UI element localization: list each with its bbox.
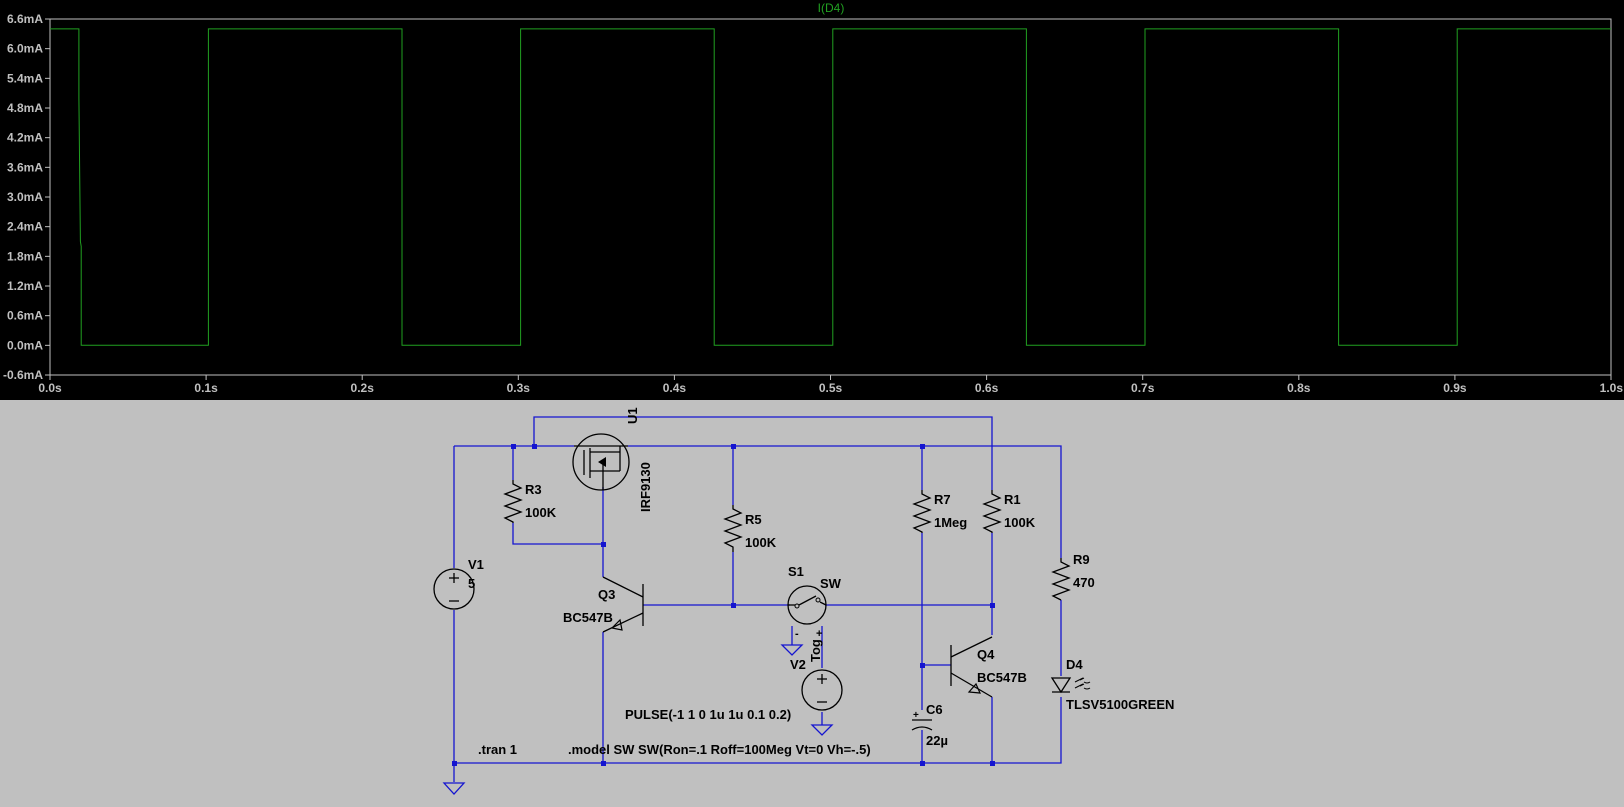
ground-switch: [780, 644, 804, 656]
wires: [453, 416, 1062, 782]
transistor-q3[interactable]: Q3 BC547B: [563, 576, 644, 633]
resistor-r5[interactable]: R5 100K: [723, 505, 777, 552]
r7-value[interactable]: 1Meg: [934, 515, 967, 530]
ground-main: [442, 782, 466, 795]
tran-directive[interactable]: .tran 1: [478, 742, 517, 757]
r5-name[interactable]: R5: [745, 512, 762, 527]
r3-value[interactable]: 100K: [525, 505, 557, 520]
y-tick-label: -0.6mA: [3, 368, 43, 382]
schematic-canvas[interactable]: U1 IRF9130 R3 100K R5 100K R7 1Meg R1 10…: [0, 400, 1624, 802]
x-tick-label: 1.0s: [1600, 381, 1624, 395]
r9-name[interactable]: R9: [1073, 552, 1090, 567]
y-tick-label: 4.2mA: [7, 131, 43, 145]
led-d4[interactable]: D4 TLSV5100GREEN: [1050, 657, 1174, 712]
y-tick-label: 3.0mA: [7, 190, 43, 204]
q3-name[interactable]: Q3: [598, 587, 615, 602]
r7-name[interactable]: R7: [934, 492, 951, 507]
y-tick-label: 6.6mA: [7, 12, 43, 26]
svg-text:-: -: [795, 628, 799, 640]
x-tick-label: 0.7s: [1131, 381, 1155, 395]
r3-name[interactable]: R3: [525, 482, 542, 497]
c6-name[interactable]: C6: [926, 702, 943, 717]
capacitor-c6[interactable]: + C6 22µ: [911, 702, 948, 748]
v2-tag[interactable]: Tog: [808, 639, 823, 662]
x-tick-label: 0.5s: [819, 381, 843, 395]
y-tick-label: 2.4mA: [7, 220, 43, 234]
mosfet-u1[interactable]: U1 IRF9130: [572, 407, 653, 512]
resistor-r1[interactable]: R1 100K: [982, 490, 1036, 533]
r1-name[interactable]: R1: [1004, 492, 1021, 507]
schematic-pane[interactable]: U1 IRF9130 R3 100K R5 100K R7 1Meg R1 10…: [0, 400, 1624, 802]
y-tick-label: 1.8mA: [7, 249, 43, 263]
x-tick-label: 0.3s: [507, 381, 531, 395]
pulse-directive[interactable]: PULSE(-1 1 0 1u 1u 0.1 0.2): [625, 707, 791, 722]
waveform-plot-pane[interactable]: I(D4) 6.6mA 6.0mA 5.4mA 4.8mA 4.2mA 3.6mA 3.0m…: [0, 0, 1624, 400]
y-tick-label: 3.6mA: [7, 160, 43, 174]
d4-model[interactable]: TLSV5100GREEN: [1066, 697, 1174, 712]
svg-text:+: +: [913, 710, 919, 721]
plot-frame: [49, 18, 1612, 376]
r9-value[interactable]: 470: [1073, 575, 1095, 590]
switch-s1[interactable]: - + S1 SW: [787, 564, 842, 640]
q4-name[interactable]: Q4: [977, 647, 995, 662]
x-tick-label: 0.1s: [194, 381, 218, 395]
voltage-source-v1[interactable]: V1 5: [433, 557, 484, 610]
transistor-q4[interactable]: Q4 BC547B: [950, 636, 1027, 698]
x-tick-label: 0.9s: [1443, 381, 1467, 395]
x-tick-label: 0.8s: [1287, 381, 1311, 395]
u1-model[interactable]: IRF9130: [638, 462, 653, 512]
resistor-r9[interactable]: R9 470: [1051, 552, 1095, 601]
s1-model[interactable]: SW: [820, 576, 842, 591]
y-tick-label: 4.8mA: [7, 101, 43, 115]
resistor-r7[interactable]: R7 1Meg: [912, 490, 967, 533]
y-tick-label: 1.2mA: [7, 279, 43, 293]
u1-name[interactable]: U1: [625, 407, 640, 424]
x-tick-label: 0.0s: [38, 381, 62, 395]
s1-name[interactable]: S1: [788, 564, 804, 579]
r1-value[interactable]: 100K: [1004, 515, 1036, 530]
y-axis: 6.6mA 6.0mA 5.4mA 4.8mA 4.2mA 3.6mA 3.0mA 2.4mA…: [3, 12, 50, 382]
y-tick-label: 6.0mA: [7, 42, 43, 56]
x-tick-label: 0.4s: [663, 381, 687, 395]
q3-model[interactable]: BC547B: [563, 610, 613, 625]
y-tick-label: 0.6mA: [7, 309, 43, 323]
q4-model[interactable]: BC547B: [977, 670, 1027, 685]
v2-name[interactable]: V2: [790, 657, 806, 672]
voltage-source-v2[interactable]: V2 Tog: [790, 639, 843, 711]
model-directive[interactable]: .model SW SW(Ron=.1 Roff=100Meg Vt=0 Vh=…: [568, 742, 871, 757]
d4-name[interactable]: D4: [1066, 657, 1083, 672]
c6-value[interactable]: 22µ: [926, 733, 948, 748]
x-tick-label: 0.6s: [975, 381, 999, 395]
v1-value[interactable]: 5: [468, 576, 475, 591]
y-tick-label: 5.4mA: [7, 71, 43, 85]
r5-value[interactable]: 100K: [745, 535, 777, 550]
y-tick-label: 0.0mA: [7, 338, 43, 352]
resistor-r3[interactable]: R3 100K: [503, 480, 557, 523]
trace-label-i-d4[interactable]: I(D4): [818, 1, 845, 15]
waveform-plot[interactable]: I(D4) 6.6mA 6.0mA 5.4mA 4.8mA 4.2mA 3.6mA 3.0m…: [0, 0, 1624, 400]
junction-dots: [452, 444, 995, 766]
v1-name[interactable]: V1: [468, 557, 484, 572]
svg-text:+: +: [816, 628, 822, 640]
trace-line-i-d4: [50, 28, 1611, 346]
x-axis: 0.0s 0.1s 0.2s 0.3s 0.4s 0.5s 0.6s 0.7s 0.8s 0.9s…: [38, 375, 1623, 395]
x-tick-label: 0.2s: [351, 381, 375, 395]
ground-v2: [810, 724, 834, 736]
